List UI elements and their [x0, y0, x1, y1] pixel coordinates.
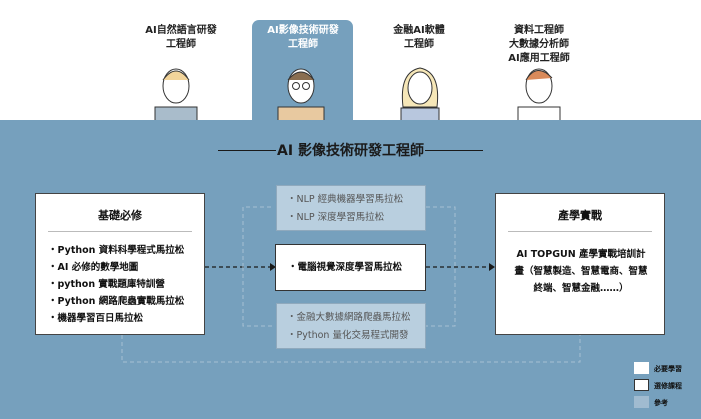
legend-reference: 參考 [654, 399, 668, 407]
list-item[interactable]: ・Python 資料科學程式馬拉松 [48, 245, 185, 256]
avatar-nlp [154, 68, 198, 122]
list-item[interactable]: ・機器學習百日馬拉松 [48, 313, 144, 324]
avatar-vision [277, 68, 325, 122]
core-course-box[interactable]: ・電腦視覺深度學習馬拉松 [275, 244, 426, 291]
list-item[interactable]: ・NLP 經典機器學習馬拉松 [287, 194, 404, 205]
role-nlp[interactable]: AI自然語言研發工程師 [145, 25, 217, 50]
role-vision[interactable]: AI影像技術研發工程師 [267, 25, 339, 50]
practice-heading: 產學實戰 [508, 194, 652, 232]
practice-box: 產學實戰 AI TOPGUN 產學實戰培訓計畫（智慧製造、智慧電商、智慧終端、智… [495, 193, 665, 335]
page-title: AI 影像技術研發工程師 [277, 143, 424, 159]
practice-text[interactable]: AI TOPGUN 產學實戰培訓計畫（智慧製造、智慧電商、智慧終端、智慧金融……… [514, 249, 648, 294]
reference-box-fintech: ・金融大數據網路爬蟲馬拉松・Python 量化交易程式開發 [276, 303, 426, 349]
list-item[interactable]: ・Python 網路爬蟲實戰馬拉松 [48, 296, 185, 307]
list-item[interactable]: ・AI 必修的數學地圖 [48, 262, 139, 273]
basics-list: ・Python 資料科學程式馬拉松 ・AI 必修的數學地圖 ・python 實戰… [36, 232, 204, 327]
list-item[interactable]: ・python 實戰題庫特訓營 [48, 279, 165, 290]
list-item[interactable]: ・NLP 深度學習馬拉松 [287, 212, 385, 223]
title-rule-right [425, 150, 483, 151]
avatar-fintech [400, 67, 440, 122]
avatar-data [517, 68, 561, 122]
title-rule-left [218, 150, 276, 151]
legend-required-swatch [634, 362, 649, 374]
basics-box: 基礎必修 ・Python 資料科學程式馬拉松 ・AI 必修的數學地圖 ・pyth… [35, 193, 205, 335]
role-fintech[interactable]: 金融AI軟體工程師 [393, 25, 445, 50]
list-item[interactable]: ・金融大數據網路爬蟲馬拉松 [287, 312, 411, 323]
legend-elective-swatch [634, 379, 649, 391]
legend-required: 必要學習 [654, 365, 682, 373]
legend-elective: 選修課程 [654, 382, 682, 390]
legend-reference-swatch [634, 396, 649, 408]
basics-heading: 基礎必修 [48, 194, 192, 232]
reference-box-nlp: ・NLP 經典機器學習馬拉松・NLP 深度學習馬拉松 [276, 185, 426, 231]
list-item[interactable]: ・Python 量化交易程式開發 [287, 330, 409, 341]
